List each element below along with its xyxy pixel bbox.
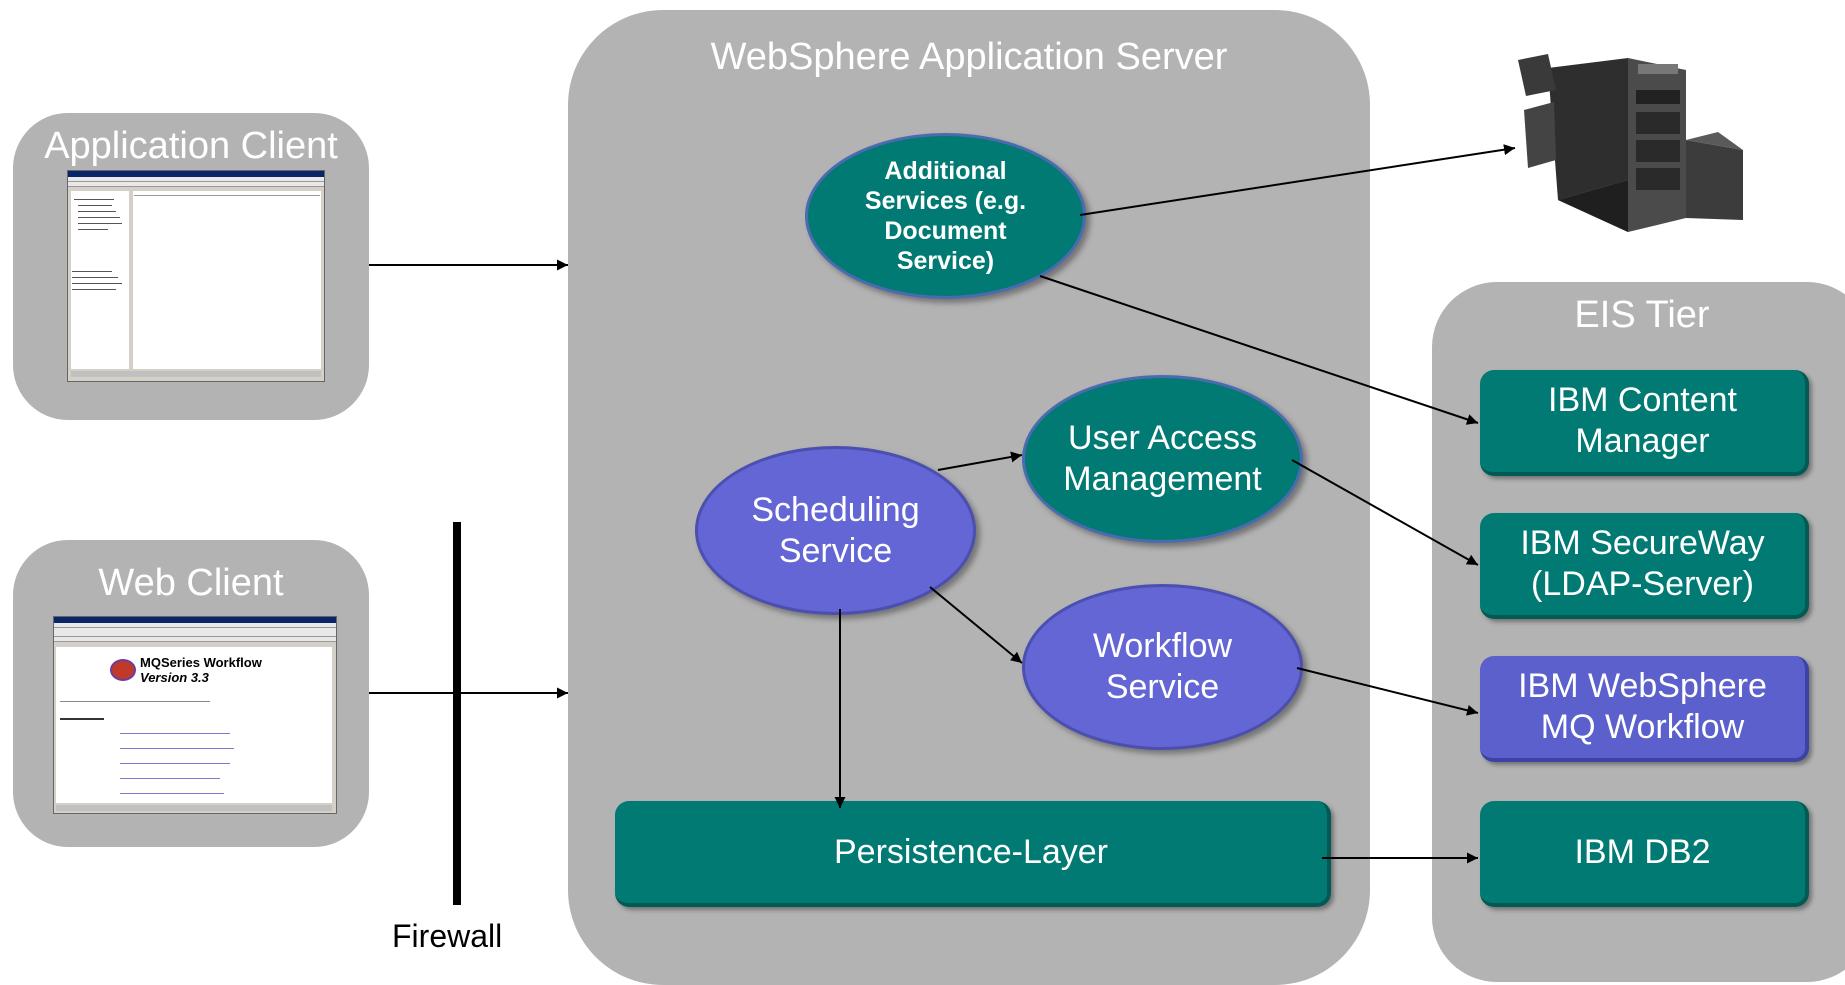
ibm-secureway-label: IBM SecureWay (LDAP-Server) [1520,524,1765,603]
app-server-title: WebSphere Application Server [710,36,1228,78]
additional-to-printer-arrow [1079,144,1516,216]
user-access-management-node: User Access Management [1022,375,1303,543]
additional-services-label: Additional Services (e.g. Document Servi… [864,157,1027,275]
web-client-title: Web Client [98,562,284,604]
scheduling-service-node: Scheduling Service [695,446,976,615]
user-access-to-secureway-arrow [1291,459,1479,566]
web-client-panel: Web Client MQSeries Workflow Version 3.3 [13,540,369,847]
screenshot-heading: MQSeries Workflow [140,655,262,670]
workflow-service-label: Workflow Service [1092,627,1233,706]
user-access-management-label: User Access Management [1063,419,1262,498]
web-client-screenshot: MQSeries Workflow Version 3.3 [53,616,337,814]
mqseries-logo-icon [110,659,136,681]
ibm-db2-label: IBM DB2 [1574,832,1711,871]
workflow-service-node: Workflow Service [1022,584,1303,750]
screenshot-version: Version 3.3 [140,670,209,685]
scheduling-to-workflow-arrow [929,586,1023,664]
application-client-title: Application Client [44,125,338,167]
application-client-screenshot [67,170,325,382]
ibm-content-manager-label: IBM Content Manager [1548,381,1737,460]
ibm-db2-box: IBM DB2 [1480,801,1809,907]
additional-services-node: Additional Services (e.g. Document Servi… [805,133,1086,299]
persistence-layer-box: Persistence-Layer [615,801,1331,907]
ibm-secureway-box: IBM SecureWay (LDAP-Server) [1480,513,1809,619]
ibm-mq-workflow-label: IBM WebSphere MQ Workflow [1518,667,1767,746]
scheduling-to-user-access-arrow [937,451,1023,471]
workflow-to-mq-workflow-arrow [1296,667,1479,716]
persistence-layer-label: Persistence-Layer [833,832,1108,871]
ibm-mq-workflow-box: IBM WebSphere MQ Workflow [1480,656,1809,762]
printer-icon [1518,54,1743,232]
firewall-label: Firewall [392,918,503,954]
application-client-panel: Application Client [13,113,369,420]
ibm-content-manager-box: IBM Content Manager [1480,370,1809,476]
scheduling-service-label: Scheduling Service [751,490,920,570]
additional-to-content-manager-arrow [1039,275,1479,425]
eis-tier-title: EIS Tier [1574,294,1710,336]
